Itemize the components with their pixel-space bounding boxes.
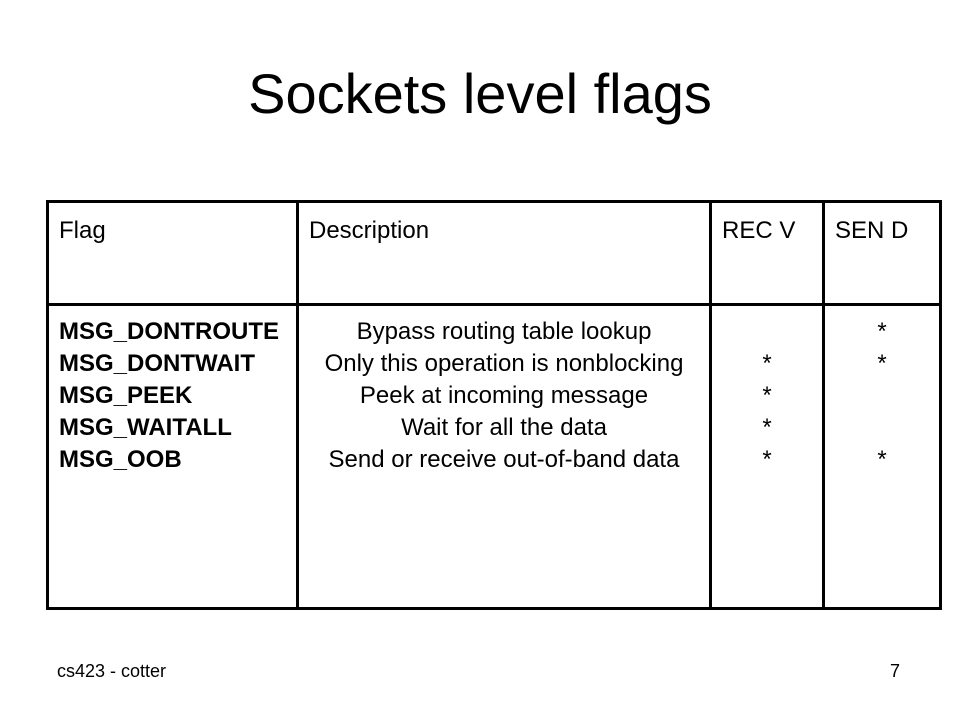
send-mark-oob: * <box>877 446 887 473</box>
recv-mark-oob: * <box>762 446 772 473</box>
flag-msg-dontroute: MSG_DONTROUTE <box>59 318 280 345</box>
recv-mark-waitall: * <box>762 414 772 441</box>
description-peek: Peek at incoming message <box>359 382 649 409</box>
recv-mark-dontwait: * <box>762 350 772 377</box>
flag-msg-dontwait: MSG_DONTWAIT <box>59 350 255 377</box>
description-dontroute: Bypass routing table lookup <box>356 318 652 345</box>
footer-course-label: cs423 - cotter <box>57 661 167 681</box>
send-mark-dontwait: * <box>877 350 887 377</box>
page-number: 7 <box>889 661 900 681</box>
send-mark-waitall <box>835 412 929 444</box>
flag-msg-oob: MSG_OOB <box>59 446 182 473</box>
recv-mark-dontroute <box>722 316 812 348</box>
recv-marks: * * * * <box>709 303 825 610</box>
header-send: SEN D <box>822 200 942 306</box>
header-flag: Flag <box>46 200 299 306</box>
header-recv: REC V <box>709 200 825 306</box>
description-oob: Send or receive out-of-band data <box>328 446 680 473</box>
flag-msg-peek: MSG_PEEK <box>59 382 193 409</box>
send-mark-dontroute: * <box>877 318 887 345</box>
flags-table: Flag Description REC V SEN D MSG_DONTROU… <box>46 200 942 610</box>
description-waitall: Wait for all the data <box>401 414 607 441</box>
flag-list: MSG_DONTROUTE MSG_DONTWAIT MSG_PEEK MSG_… <box>46 303 299 610</box>
description-dontwait: Only this operation is nonblocking <box>324 350 684 377</box>
table-header-row: Flag Description REC V SEN D <box>46 200 942 306</box>
slide-title: Sockets level flags <box>248 62 712 125</box>
send-marks: * * * <box>822 303 942 610</box>
description-list: Bypass routing table lookup Only this op… <box>296 303 712 610</box>
recv-mark-peek: * <box>762 382 772 409</box>
header-description: Description <box>296 200 712 306</box>
table-body-row: MSG_DONTROUTE MSG_DONTWAIT MSG_PEEK MSG_… <box>46 303 942 610</box>
flag-msg-waitall: MSG_WAITALL <box>59 414 232 441</box>
send-mark-peek <box>835 380 929 412</box>
